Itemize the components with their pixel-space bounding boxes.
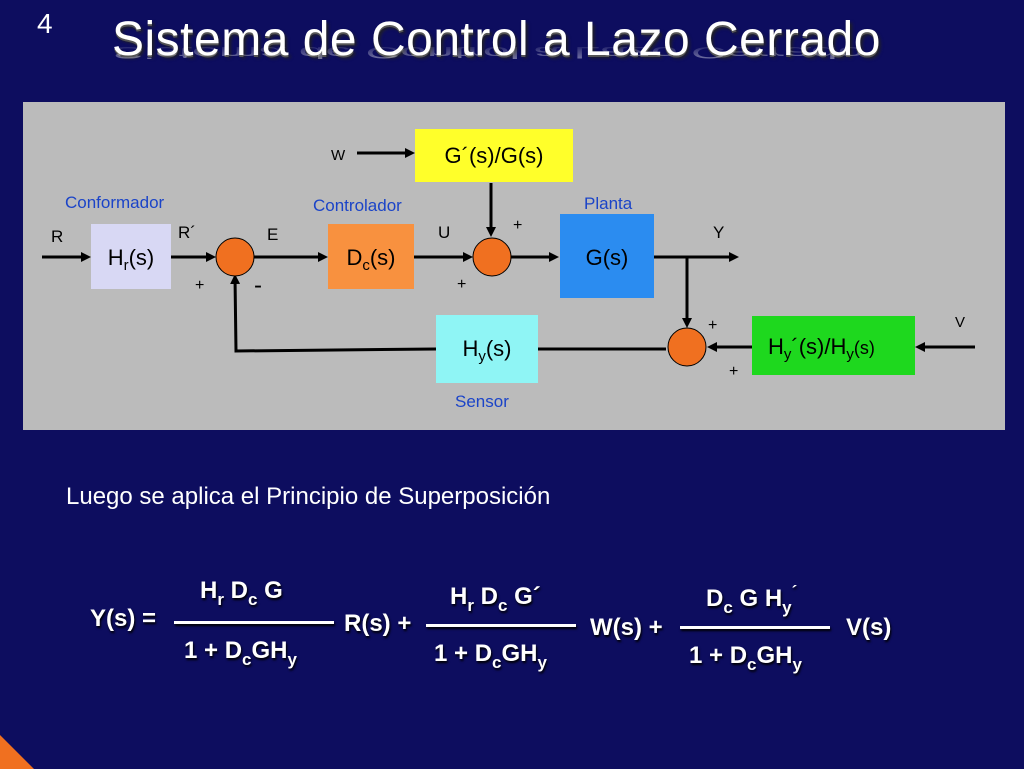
summing-junction-1	[215, 237, 255, 277]
summing-junction-3	[667, 327, 707, 367]
eq-f3-fraction-line	[680, 626, 830, 629]
block-hr-label: Hr(s)	[108, 245, 155, 274]
signal-u: U	[438, 223, 450, 242]
signal-e: E	[267, 225, 278, 244]
eq-f2-fraction-line	[426, 624, 576, 627]
sign-s2-top: +	[513, 217, 522, 234]
sign-s1-plus: +	[195, 277, 204, 294]
block-g	[560, 214, 654, 298]
signal-y: Y	[713, 223, 724, 242]
sign-s3-top: +	[708, 317, 717, 334]
superposition-text: Luego se aplica el Principio de Superpos…	[66, 483, 551, 510]
eq-f2-denominator: 1 + DcGHy	[434, 640, 547, 672]
block-gw-label: G´(s)/G(s)	[445, 143, 544, 168]
block-dc	[328, 224, 414, 289]
sign-s2-bottom: +	[457, 276, 466, 293]
signal-lines	[42, 148, 975, 353]
eq-lhs: Y(s) =	[90, 605, 157, 632]
summing-junction-2	[472, 237, 512, 277]
caption-conformador: Conformador	[65, 193, 165, 212]
eq-f1-numerator: Hr Dc G	[200, 577, 283, 609]
block-g-label: G(s)	[586, 245, 629, 270]
block-hr	[91, 224, 171, 289]
block-hy	[436, 315, 538, 383]
block-gw	[415, 129, 573, 182]
eq-f3-numerator: Dc G Hy´	[706, 582, 798, 617]
caption-sensor: Sensor	[455, 392, 509, 411]
caption-controlador: Controlador	[313, 196, 402, 215]
eq-f1-fraction-line	[174, 621, 334, 624]
eq-f3-denominator: 1 + DcGHy	[689, 642, 802, 674]
eq-term-v: V(s)	[846, 614, 892, 641]
block-hv-label: Hy´(s)/Hy(s)	[768, 334, 875, 363]
caption-planta: Planta	[584, 194, 633, 213]
eq-term-r: R(s) +	[344, 610, 412, 637]
signal-r: R	[51, 227, 63, 246]
sign-s1-minus: -	[254, 272, 262, 299]
block-dc-label: Dc(s)	[346, 245, 395, 274]
signal-v: V	[955, 314, 965, 331]
block-hy-label: Hy(s)	[462, 336, 511, 365]
slide-title: Sistema de Control a Lazo Cerrado	[112, 13, 881, 66]
eq-term-w: W(s) +	[590, 614, 663, 641]
eq-f2-numerator: Hr Dc G´	[450, 583, 541, 615]
sign-s3-bottom: +	[729, 363, 738, 380]
signal-w: W	[331, 147, 346, 164]
slide-number: 4	[37, 8, 53, 39]
eq-f1-denominator: 1 + DcGHy	[184, 637, 297, 669]
corner-decoration	[0, 735, 34, 769]
block-hv	[752, 316, 915, 375]
arrow-feedback	[230, 274, 437, 353]
signal-r-prime: R´	[178, 223, 196, 242]
